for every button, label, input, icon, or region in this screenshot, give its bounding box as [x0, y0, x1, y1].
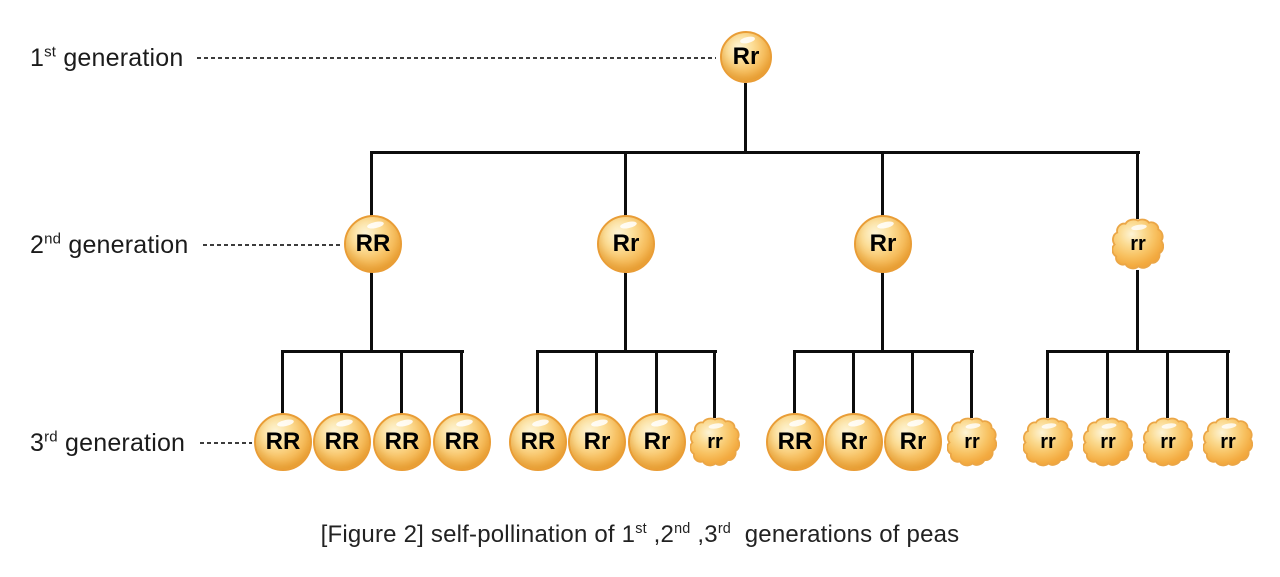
pea-genotype-label: rr [707, 431, 723, 453]
pea-genotype-label: RR [444, 428, 480, 455]
connector-line [1226, 350, 1229, 418]
gen2-row-label: 2nd generation [30, 231, 189, 260]
connector-line [1046, 350, 1049, 418]
gen1-row-label: 1st generation [30, 44, 184, 73]
pea-gen1-Rr: Rr [720, 31, 772, 83]
connector-line [655, 350, 658, 416]
pea-genotype-label: Rr [583, 428, 611, 455]
pea-genotype-label: RR [777, 428, 813, 455]
connector-line [595, 350, 598, 416]
gen2-number: 2 [30, 231, 45, 259]
gen3-row-label: 3rd generation [30, 429, 185, 458]
gen2-ordinal-suffix: nd [44, 230, 62, 248]
pea-genotype-label: rr [1220, 431, 1236, 453]
pea-gen3-2-1: RR [509, 413, 567, 471]
connector-line [400, 350, 403, 416]
connector-line [460, 350, 463, 416]
pea-genotype-label: Rr [869, 230, 897, 257]
pea-gen2-2-Rr: Rr [597, 215, 655, 273]
gen1-ordinal-suffix: st [44, 43, 57, 61]
pea-genotype-label: RR [520, 428, 556, 455]
pea-genotype-label: rr [1040, 431, 1056, 453]
connector-line [370, 272, 373, 352]
connector-line [1046, 350, 1230, 353]
pea-genotype-label: RR [384, 428, 420, 455]
pea-gen3-1-3: RR [373, 413, 431, 471]
caption-ordinal-suffix: rd [717, 521, 732, 537]
caption-text: generations of peas [731, 521, 960, 548]
pea-genotype-label: Rr [612, 230, 640, 257]
pea-gen3-2-4: rr [690, 417, 740, 467]
pea-gen3-1-4: RR [433, 413, 491, 471]
pea-genotype-label: RR [324, 428, 360, 455]
figure-caption: [Figure 2] self-pollination of 1st ,2nd … [0, 521, 1280, 549]
connector-line [793, 350, 974, 353]
pea-gen3-3-2: Rr [825, 413, 883, 471]
pea-gen3-4-4: rr [1203, 417, 1253, 467]
pea-gen3-3-3: Rr [884, 413, 942, 471]
pea-genotype-label: rr [1130, 233, 1146, 255]
pea-genotype-label: RR [355, 230, 391, 257]
pea-gen2-1-RR: RR [344, 215, 402, 273]
pea-genotype-label: RR [265, 428, 301, 455]
connector-line [536, 350, 717, 353]
connector-line [370, 151, 373, 216]
connector-line [371, 151, 1140, 154]
gen3-ordinal-suffix: rd [44, 428, 58, 446]
connector-line [713, 350, 716, 418]
caption-ordinal-suffix: nd [674, 521, 691, 537]
gen1-word: generation [56, 44, 184, 72]
caption-text: ,2 [646, 521, 675, 548]
connector-line [881, 151, 884, 216]
pea-gen3-1-1: RR [254, 413, 312, 471]
connector-line [852, 350, 855, 416]
pea-genotype-label: rr [1100, 431, 1116, 453]
connector-line [282, 350, 464, 353]
connector-line [624, 272, 627, 352]
connector-line [793, 350, 796, 416]
pea-gen3-3-4: rr [947, 417, 997, 467]
connector-line [1136, 151, 1139, 219]
connector-line [970, 350, 973, 418]
connector-line [911, 350, 914, 416]
caption-ordinal-suffix: st [635, 521, 647, 537]
pea-genotype-label: Rr [643, 428, 671, 455]
pea-gen3-1-2: RR [313, 413, 371, 471]
pea-genotype-label: rr [964, 431, 980, 453]
connector-line [1166, 350, 1169, 418]
pea-gen3-4-1: rr [1023, 417, 1073, 467]
pea-gen2-4-rr: rr [1112, 218, 1164, 270]
pea-gen2-3-Rr: Rr [854, 215, 912, 273]
connector-line [1106, 350, 1109, 418]
pea-genotype-label: Rr [840, 428, 868, 455]
caption-text: ,3 [690, 521, 718, 548]
connector-line [624, 151, 627, 216]
gen1-number: 1 [30, 44, 45, 72]
pea-gen3-4-3: rr [1143, 417, 1193, 467]
gen3-word: generation [57, 429, 186, 457]
connector-line [1136, 270, 1139, 352]
gen2-word: generation [61, 231, 189, 259]
gen1-leader-line [197, 57, 716, 59]
gen2-leader-line [203, 244, 343, 246]
pea-gen3-3-1: RR [766, 413, 824, 471]
pea-gen3-2-3: Rr [628, 413, 686, 471]
connector-line [281, 350, 284, 416]
connector-line [744, 83, 747, 152]
pea-genotype-label: Rr [732, 43, 760, 70]
pea-gen3-2-2: Rr [568, 413, 626, 471]
pea-genotype-label: rr [1160, 431, 1176, 453]
gen3-leader-line [200, 442, 252, 444]
caption-text: [Figure 2] self-pollination of 1 [320, 521, 636, 548]
pea-gen3-4-2: rr [1083, 417, 1133, 467]
gen3-number: 3 [30, 429, 45, 457]
connector-line [536, 350, 539, 416]
connector-line [881, 272, 884, 352]
connector-line [340, 350, 343, 416]
pea-genotype-label: Rr [899, 428, 927, 455]
